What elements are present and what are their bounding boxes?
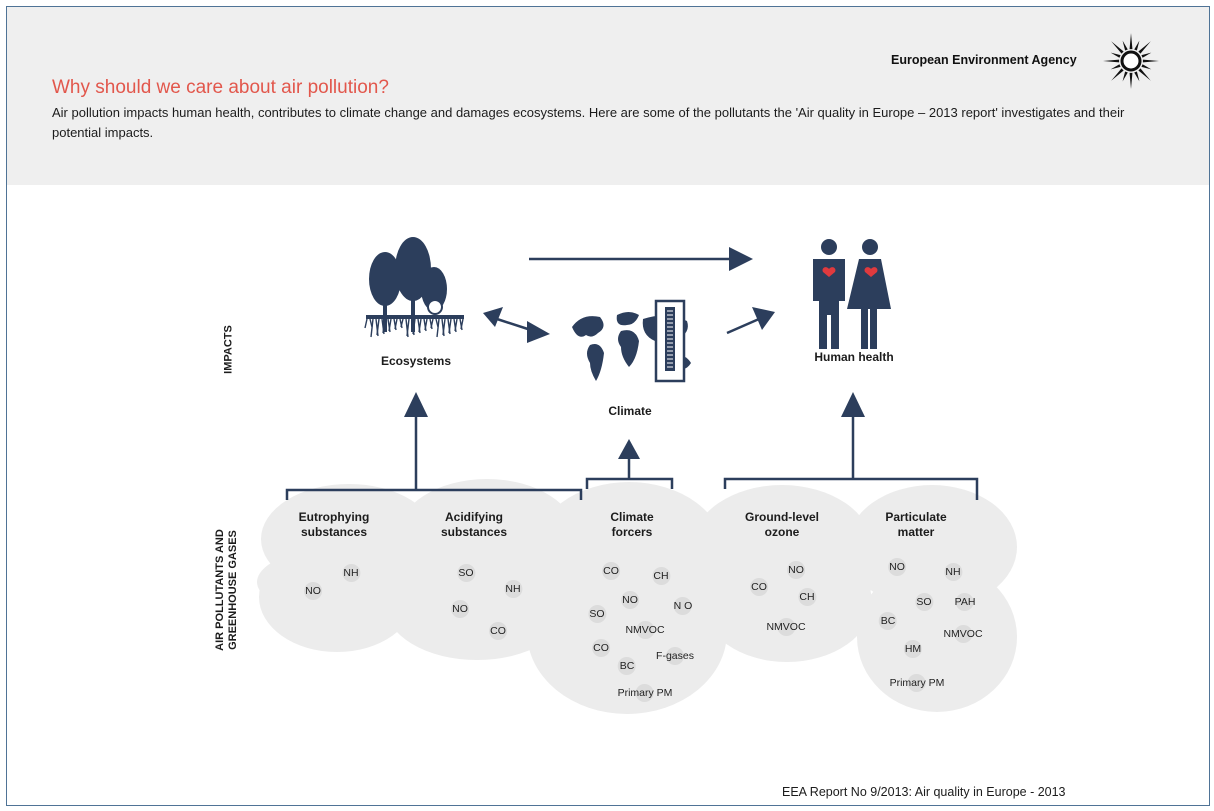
ecosystems-icon [364,237,464,338]
pollutant-chip: CO [750,578,768,596]
pollutants-row-label-line1: AIR POLLUTANTS AND [214,529,226,651]
pollutant-chip: Primary PM [890,674,944,692]
header-band: Why should we care about air pollution? … [7,7,1209,185]
pollutant-chip: CH [797,588,816,606]
pollutant-chip: HM [904,640,922,658]
group-label-line: Acidifying [444,510,503,524]
pollutant-chip: CO [602,562,620,580]
page-title: Why should we care about air pollution? [52,77,389,98]
pollutant-cloud [257,479,1017,714]
pollutant-chip: NO [621,591,639,609]
group-label-line: forcers [611,525,653,539]
pollutant-chip: NO [451,600,469,618]
group-label-line: substances [300,525,368,539]
pollutant-chip: BC [879,612,897,630]
pollutant-chip: BC [618,657,636,675]
group-label-acidifying: Acidifying substances [417,510,531,540]
pollutant-chip: NH [341,564,360,582]
pollutant-chip: NMVOC [625,621,665,639]
pollutant-chip: N O [674,597,692,615]
pollutant-chip: Primary PM [618,684,672,702]
report-source: EEA Report No 9/2013: Air quality in Eur… [782,785,1066,799]
climate-label: Climate [608,404,652,418]
pollutant-chip: CO [592,639,610,657]
intro-text: Air pollution impacts human health, cont… [52,105,1125,140]
group-label-line: Particulate [885,510,947,524]
ecosystems-label: Ecosystems [380,354,452,368]
group-label-eutrophying: Eutrophying substances [277,510,391,540]
pollutant-chip: NMVOC [943,625,983,643]
human-health-label: Human health [814,350,894,364]
group-label-climate-forcers: Climate forcers [575,510,689,540]
impacts-row-label: IMPACTS [222,325,235,374]
agency-name: European Environment Agency [891,53,1077,67]
pollutants-row-label-line2: GREENHOUSE GASES [227,530,239,650]
pollutant-chip: PAH [955,593,975,611]
pollutant-chip: CH [651,567,670,585]
group-label-line: Ground-level [744,510,819,524]
infographic-frame: Why should we care about air pollution? … [6,6,1210,806]
pollutant-chip: SO [456,564,475,582]
pollutant-chip: CO [489,622,507,640]
pollutant-chip: NO [888,558,906,576]
pollutant-chip: F-gases [656,647,694,665]
pollutants-row-label: AIR POLLUTANTS AND GREENHOUSE GASES [214,515,240,665]
climate-icon [572,299,691,383]
pollutant-chip: NH [943,563,962,581]
group-label-line: substances [440,525,508,539]
pollutant-chip: NO [304,582,322,600]
eea-sun-logo-icon [1103,33,1159,89]
pollutant-chip: SO [914,593,933,611]
connector-lines [285,257,979,500]
group-label-line: Eutrophying [298,510,370,524]
human-health-icon [813,239,891,349]
group-label-line: Climate [610,510,654,524]
pollutant-chip: NH [503,580,522,598]
diagram-canvas [257,237,1017,714]
pollutant-chip: NMVOC [766,618,806,636]
pollutant-chip: NO [787,561,805,579]
group-label-ground-level-ozone: Ground-level ozone [725,510,839,540]
group-label-line: matter [897,525,935,539]
pollutant-chip: SO [587,605,606,623]
arrowheads [404,247,865,459]
group-label-particulate-matter: Particulate matter [859,510,973,540]
group-label-line: ozone [764,525,800,539]
